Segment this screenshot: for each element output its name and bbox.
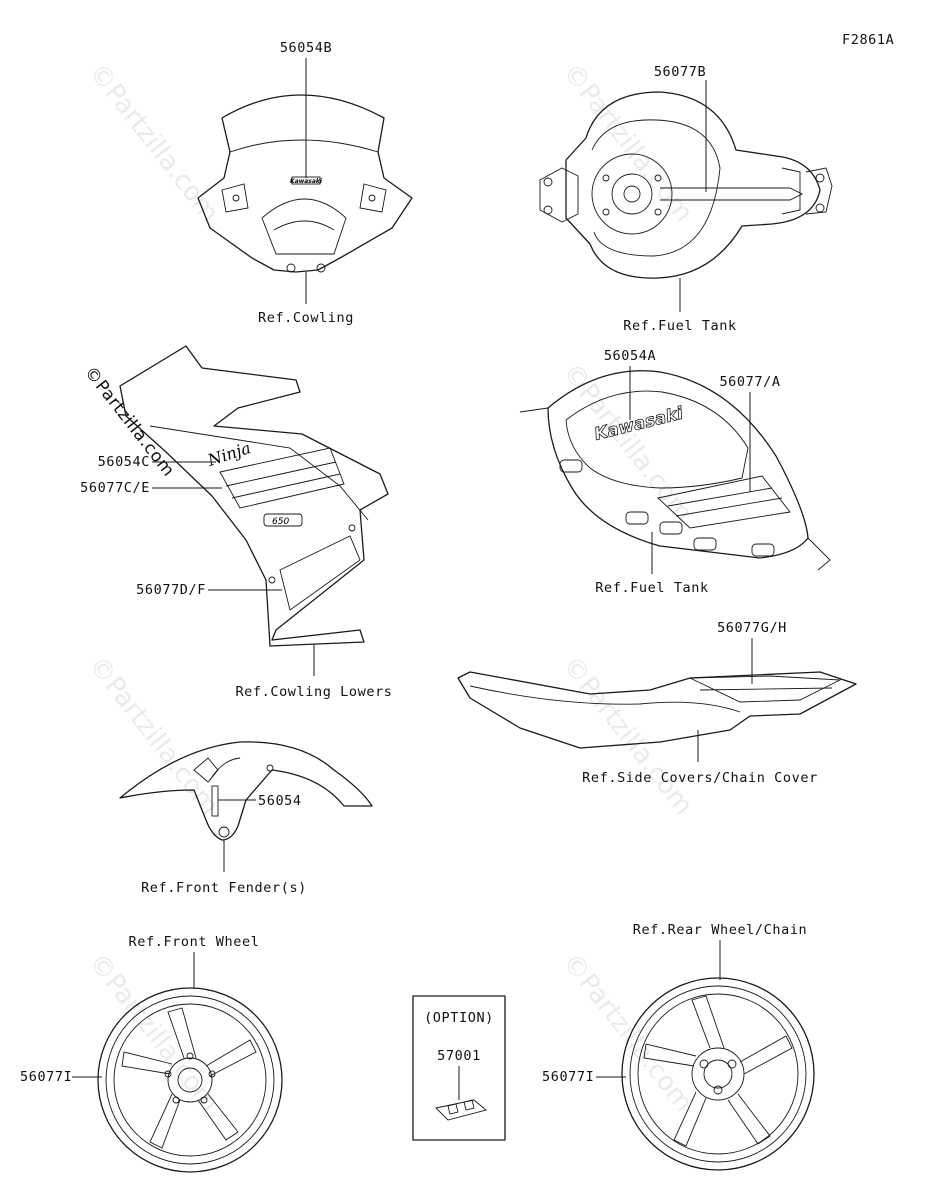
fuel-tank-side-drawing: Kawasaki	[519, 370, 831, 571]
ref-fuel-tank-side-label[interactable]: Ref.Fuel Tank	[595, 580, 708, 596]
part-56077I-rear-label[interactable]: 56077I	[542, 1069, 594, 1085]
part-57001-label[interactable]: 57001	[437, 1048, 481, 1064]
front-fender-drawing	[119, 741, 373, 841]
part-56077B-label[interactable]: 56077B	[654, 64, 706, 80]
ref-front-fender-label[interactable]: Ref.Front Fender(s)	[141, 880, 307, 896]
rear-wheel-drawing	[621, 977, 815, 1171]
watermark: ©Partzilla.com	[82, 58, 224, 228]
part-56054B-label[interactable]: 56054B	[280, 40, 332, 56]
ref-cowling-label[interactable]: Ref.Cowling	[258, 310, 354, 326]
upper-cowling-drawing: Kawasaki	[197, 94, 413, 273]
part-56077GH-label[interactable]: 56077G/H	[717, 620, 787, 636]
ref-cowling-lowers-label[interactable]: Ref.Cowling Lowers	[235, 684, 392, 700]
part-56054C-label[interactable]: 56054C	[98, 454, 150, 470]
option-label[interactable]: (OPTION)	[424, 1010, 494, 1026]
ninja-decal: Ninja	[204, 438, 253, 470]
part-56077A-label[interactable]: 56077/A	[719, 374, 780, 390]
part-56077I-front-label[interactable]: 56077I	[20, 1069, 72, 1085]
ref-rear-wheel-label[interactable]: Ref.Rear Wheel/Chain	[633, 922, 808, 938]
ref-front-wheel-label[interactable]: Ref.Front Wheel	[129, 934, 260, 950]
ref-side-covers-label[interactable]: Ref.Side Covers/Chain Cover	[582, 770, 818, 786]
watermark: ©Partzilla.com	[82, 948, 224, 1118]
option-box: (OPTION) 57001	[412, 995, 506, 1141]
part-56077CE-label[interactable]: 56077C/E	[80, 480, 150, 496]
kawasaki-decal-small: Kawasaki	[290, 178, 323, 185]
fuel-tank-top-drawing	[539, 91, 833, 279]
part-56054-label[interactable]: 56054	[258, 793, 302, 809]
side-covers-drawing	[457, 671, 857, 749]
watermark: ©Partzilla.com	[556, 948, 698, 1118]
side-cowling-drawing: 650 Ninja	[119, 345, 389, 647]
ref-fuel-tank-top-label[interactable]: Ref.Fuel Tank	[623, 318, 736, 334]
watermark: ©Partzilla.com	[82, 651, 224, 821]
part-56054A-label[interactable]: 56054A	[604, 348, 656, 364]
part-56077DF-label[interactable]: 56077D/F	[136, 582, 206, 598]
figure-id: F2861A	[842, 32, 894, 48]
watermark: ©Partzilla.com	[556, 651, 698, 821]
front-wheel-drawing	[97, 987, 283, 1173]
model-number-decal: 650	[272, 517, 289, 527]
watermark: ©Partzilla.com	[556, 358, 698, 528]
